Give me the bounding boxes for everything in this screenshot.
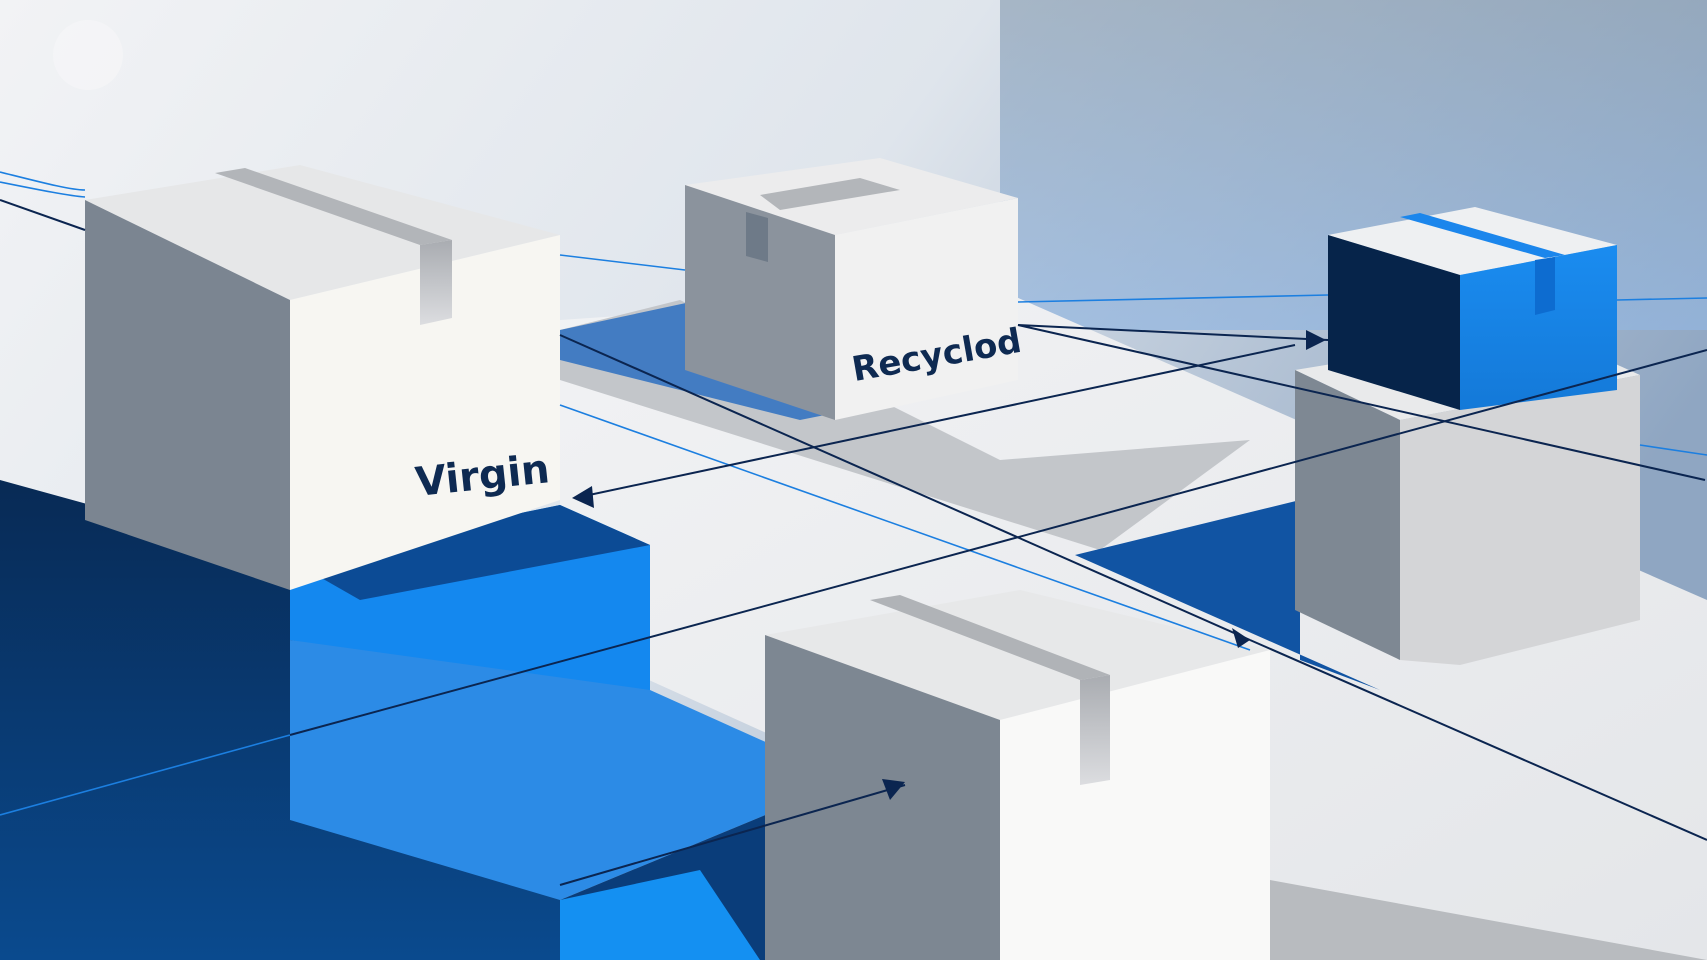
- center-box-left-side: [765, 635, 1000, 960]
- blue-box-tape-top: [1400, 213, 1565, 258]
- virgin-box-front: [290, 235, 560, 590]
- blue-box-front: [1460, 245, 1617, 410]
- blue-box-top: [1328, 207, 1617, 275]
- virgin-box-top: [85, 165, 560, 300]
- blue-box-shadow: [1075, 500, 1380, 690]
- arrowhead-to-virgin-box: [572, 486, 594, 508]
- arrowhead-to-pedestal: [1232, 628, 1250, 648]
- pedestal-front: [1400, 375, 1640, 665]
- center-box-tape-side: [1080, 675, 1110, 785]
- blue-box-tape-side: [1535, 257, 1555, 315]
- center-box-front: [1000, 650, 1270, 960]
- floor-shadow-bottom: [1270, 880, 1707, 960]
- virgin-box-tape-side: [420, 240, 452, 325]
- blue-box-left-side: [1328, 235, 1460, 410]
- center-box-tape-top: [870, 595, 1110, 680]
- virgin-box-tape-top: [215, 168, 452, 245]
- arrowhead-to-blue-box: [1306, 330, 1326, 350]
- thin-blue-lines: [0, 171, 1707, 816]
- pedestal-left-side: [1295, 370, 1400, 660]
- recycled-box-tape-top: [760, 178, 900, 210]
- recycled-box-front: [835, 198, 1018, 420]
- blue-step-ledge: [290, 505, 650, 600]
- arrowhead-to-center-box: [882, 779, 905, 800]
- blue-step-top: [290, 640, 850, 900]
- recycled-box-left-side: [685, 185, 835, 420]
- blue-lower-face: [560, 870, 760, 960]
- recycled-box-tape-side: [746, 212, 768, 262]
- navy-flow-lines: [0, 199, 1707, 886]
- virgin-box-left-side: [85, 200, 290, 590]
- light-glow: [53, 20, 123, 90]
